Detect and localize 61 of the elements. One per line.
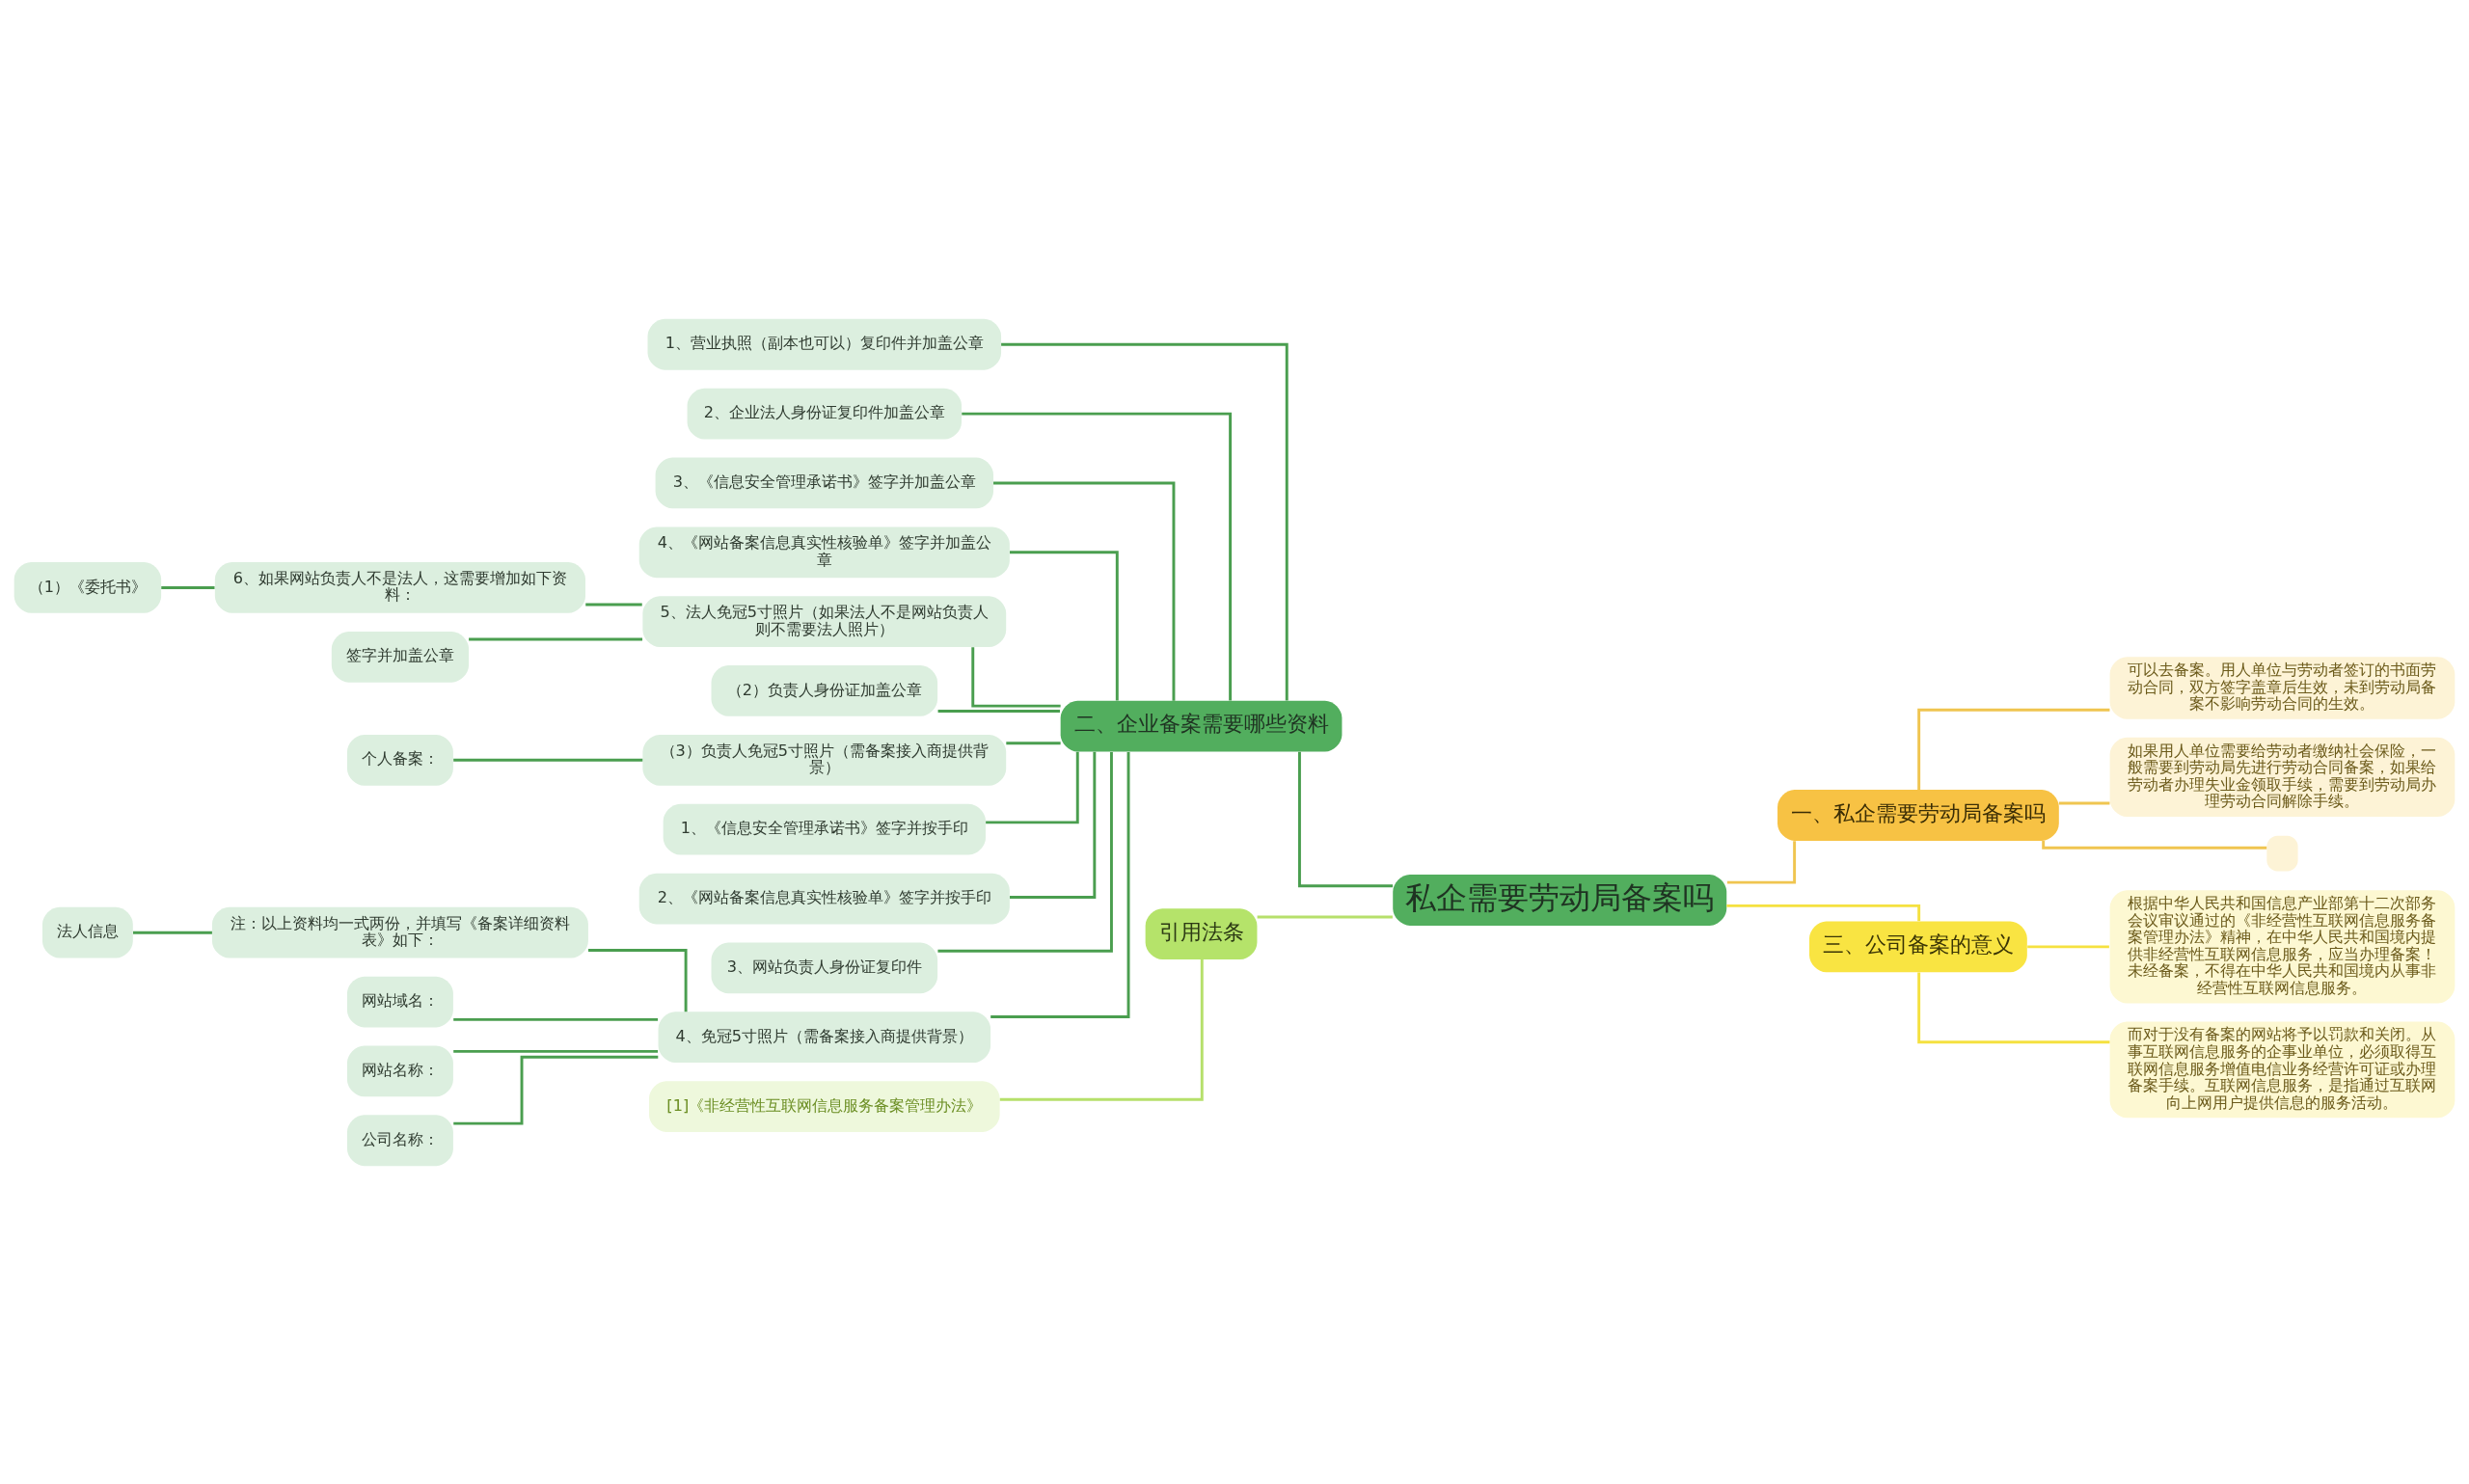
connector (2058, 801, 2110, 804)
connector (585, 603, 642, 606)
node-box: 三、公司备案的意义 (1809, 921, 2027, 972)
node-box: 注：以上资料均一式两份，并填写《备案详细资料表》如下： (211, 906, 588, 958)
node-box: 网站名称： (346, 1045, 453, 1096)
node-box: 1、《信息安全管理承诺书》签字并按手印 (663, 803, 986, 855)
node-box: （2）负责人身份证加盖公章 (711, 664, 938, 716)
connector (999, 958, 1204, 1101)
node-box: 可以去备案。用人单位与劳动者签订的书面劳动合同，双方签字盖章后生效，未到劳动局备案不影响劳动合同的生效。 (2109, 656, 2455, 719)
node-box: 引用法条 (1145, 907, 1258, 959)
node-box: 6、如果网站负责人不是法人，这需要增加如下资料： (214, 561, 585, 613)
node-box: （3）负责人免冠5寸照片（需备案接入商提供背景） (642, 734, 1007, 786)
connector (937, 709, 1060, 713)
connector (1917, 708, 2110, 790)
node-box: 4、免冠5寸照片（需备案接入商提供背景） (658, 1011, 991, 1063)
node-box: [1]《非经营性互联网信息服务备案管理办法》 (649, 1080, 1000, 1132)
node-box: 1、营业执照（副本也可以）复印件并加盖公章 (647, 318, 1002, 370)
connector (2027, 944, 2109, 948)
connector (1006, 741, 1061, 744)
node-box: 法人信息 (41, 906, 133, 958)
node-box: 而对于没有备案的网站将予以罚款和关闭。从事互联网信息服务的企事业单位，必须取得互联网信息服务增值电信业务经营许可证或办理备案手续。互联网信息服务，是指通过互联网向上网用户提供信息的服务活动。 (2109, 1021, 2455, 1118)
connector (990, 751, 1130, 1018)
node-box: 2、企业法人身份证复印件加盖公章 (687, 388, 962, 439)
connector (1010, 550, 1119, 701)
node-box: 签字并加盖公章 (331, 631, 470, 683)
connector (453, 1055, 659, 1125)
node-box: 2、《网站备案信息真实性核验单》签字并按手印 (638, 873, 1010, 924)
node-box: （1）《委托书》 (14, 561, 162, 613)
connector (2042, 840, 2267, 850)
node-box: 一、私企需要劳动局备案吗 (1777, 789, 2059, 841)
connector (1010, 751, 1097, 899)
node-box: 个人备案： (346, 734, 453, 786)
connector (161, 585, 215, 589)
connector (993, 481, 1176, 701)
connector (1298, 751, 1394, 887)
node-box: 私企需要劳动局备案吗 (1393, 874, 1727, 926)
node-box: 二、企业备案需要哪些资料 (1060, 700, 1343, 752)
connector (971, 646, 1061, 708)
connector (962, 412, 1233, 701)
connector (937, 751, 1113, 953)
node-box: 3、《信息安全管理承诺书》签字并加盖公章 (655, 457, 993, 508)
node-box: 根据中华人民共和国信息产业部第十二次部务会议审议通过的《非经营性互联网信息服务备案管理办法》精神，在中华人民共和国境内提供非经营性互联网信息服务，应当办理备案！未经备案，不得在中华人民共和国境内从事非经营性互联网信息服务。 (2109, 889, 2455, 1003)
node-box: 5、法人免冠5寸照片（如果法人不是网站负责人则不需要法人照片） (642, 595, 1007, 647)
connector (1726, 904, 1921, 921)
connector (453, 1049, 659, 1053)
connector (588, 948, 688, 1012)
connector (1726, 840, 1797, 884)
node-box: 4、《网站备案信息真实性核验单》签字并加盖公章 (638, 526, 1010, 578)
node-box (2266, 835, 2298, 871)
node-box: 如果用人单位需要给劳动者缴纳社会保险，一般需要到劳动局先进行劳动合同备案，如果给劳动者办理失业金领取手续，需要到劳动局办理劳动合同解除手续。 (2109, 737, 2455, 817)
node-box: 网站域名： (346, 976, 453, 1027)
node-box: 公司名称： (346, 1114, 453, 1166)
connector (469, 637, 643, 640)
connector (133, 931, 212, 934)
connector (1001, 342, 1289, 701)
connector (453, 758, 643, 762)
connector (1257, 915, 1393, 919)
connector (1917, 971, 2110, 1043)
connector (453, 1017, 659, 1021)
connector (986, 751, 1079, 823)
node-box: 3、网站负责人身份证复印件 (711, 941, 938, 993)
